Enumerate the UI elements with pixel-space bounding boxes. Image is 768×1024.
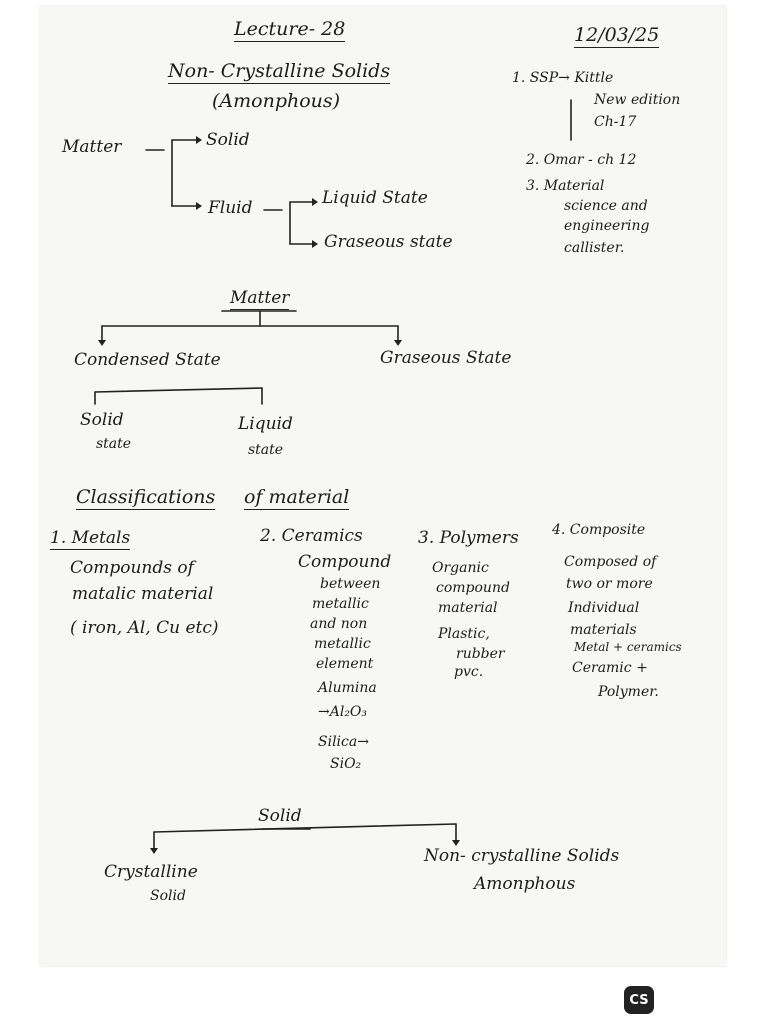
polymers-line: rubber xyxy=(456,646,505,662)
page-title: Non- Crystalline Solids xyxy=(168,60,391,84)
tree1-fluid: Fluid xyxy=(208,198,253,218)
polymers-title: 3. Polymers xyxy=(418,528,519,548)
ceramics-line: between xyxy=(320,576,381,592)
reference-item: Ch-17 xyxy=(594,114,637,130)
ceramics-line: Alumina xyxy=(318,680,377,696)
tree2-gaseous: Graseous State xyxy=(380,348,512,368)
solid-tree-amorphous: Amonphous xyxy=(474,874,576,894)
ceramics-line: →Al₂O₃ xyxy=(318,704,368,720)
tree2-liquid-state: state xyxy=(248,442,284,458)
tree1-solid: Solid xyxy=(206,130,250,150)
polymers-line: compound xyxy=(436,580,510,596)
solid-tree-crystalline: Crystalline xyxy=(104,862,198,882)
composite-line: Composed of xyxy=(564,554,657,570)
polymers-line: Plastic, xyxy=(438,626,490,642)
tree2-liquid: Liquid xyxy=(238,414,293,434)
composite-line: two or more xyxy=(566,576,653,592)
lecture-number: Lecture- 28 xyxy=(234,18,346,42)
ceramics-line: and non xyxy=(310,616,368,632)
composite-line: Polymer. xyxy=(598,684,659,700)
reference-item: science and xyxy=(564,198,648,214)
reference-item: engineering xyxy=(564,218,650,234)
solid-tree-root: Solid xyxy=(258,806,302,826)
tree2-solid: Solid xyxy=(80,410,124,430)
camscanner-logo: CS xyxy=(624,986,654,1014)
metals-line: ( iron, Al, Cu etc) xyxy=(70,618,219,638)
solid-tree-noncrystalline: Non- crystalline Solids xyxy=(424,846,620,866)
composite-line: Individual xyxy=(568,600,640,616)
composite-line: Ceramic + xyxy=(572,660,648,676)
ceramics-line: element xyxy=(316,656,374,672)
metals-line: Compounds of xyxy=(70,558,194,578)
reference-item: 1. SSP→ Kittle xyxy=(512,70,614,86)
tree2-condensed: Condensed State xyxy=(74,350,221,370)
polymers-line: material xyxy=(438,600,498,616)
classification-heading: Classifications xyxy=(76,486,216,510)
ceramics-line: SiO₂ xyxy=(330,756,362,772)
classification-heading-cont: of material xyxy=(244,486,350,510)
polymers-line: pvc. xyxy=(454,664,484,680)
ceramics-line: metallic xyxy=(314,636,371,652)
ceramics-title: 2. Ceramics xyxy=(260,526,363,546)
reference-item: 3. Material xyxy=(526,178,605,194)
metals-line: matalic material xyxy=(72,584,214,604)
tree2-solid-state: state xyxy=(96,436,132,452)
ceramics-line: metallic xyxy=(312,596,369,612)
tree1-gaseous: Graseous state xyxy=(324,232,453,252)
tree1-root: Matter xyxy=(62,137,122,157)
reference-item: 2. Omar - ch 12 xyxy=(526,152,637,168)
polymers-line: Organic xyxy=(432,560,489,576)
ceramics-line: Compound xyxy=(298,552,392,572)
composite-line: Metal + ceramics xyxy=(574,640,682,654)
tree2-root: Matter xyxy=(230,288,290,310)
composite-line: materials xyxy=(570,622,637,638)
solid-tree-crystalline-solid: Solid xyxy=(150,888,186,904)
tree1-liquid: Liquid State xyxy=(322,188,428,208)
metals-title: 1. Metals xyxy=(50,528,131,550)
lecture-date: 12/03/25 xyxy=(574,24,660,48)
reference-item: callister. xyxy=(564,240,625,256)
notebook-page xyxy=(40,6,726,966)
ceramics-line: Silica→ xyxy=(318,734,369,750)
reference-item: New edition xyxy=(594,92,681,108)
page-subtitle: (Amonphous) xyxy=(212,90,341,112)
composite-title: 4. Composite xyxy=(552,522,646,538)
